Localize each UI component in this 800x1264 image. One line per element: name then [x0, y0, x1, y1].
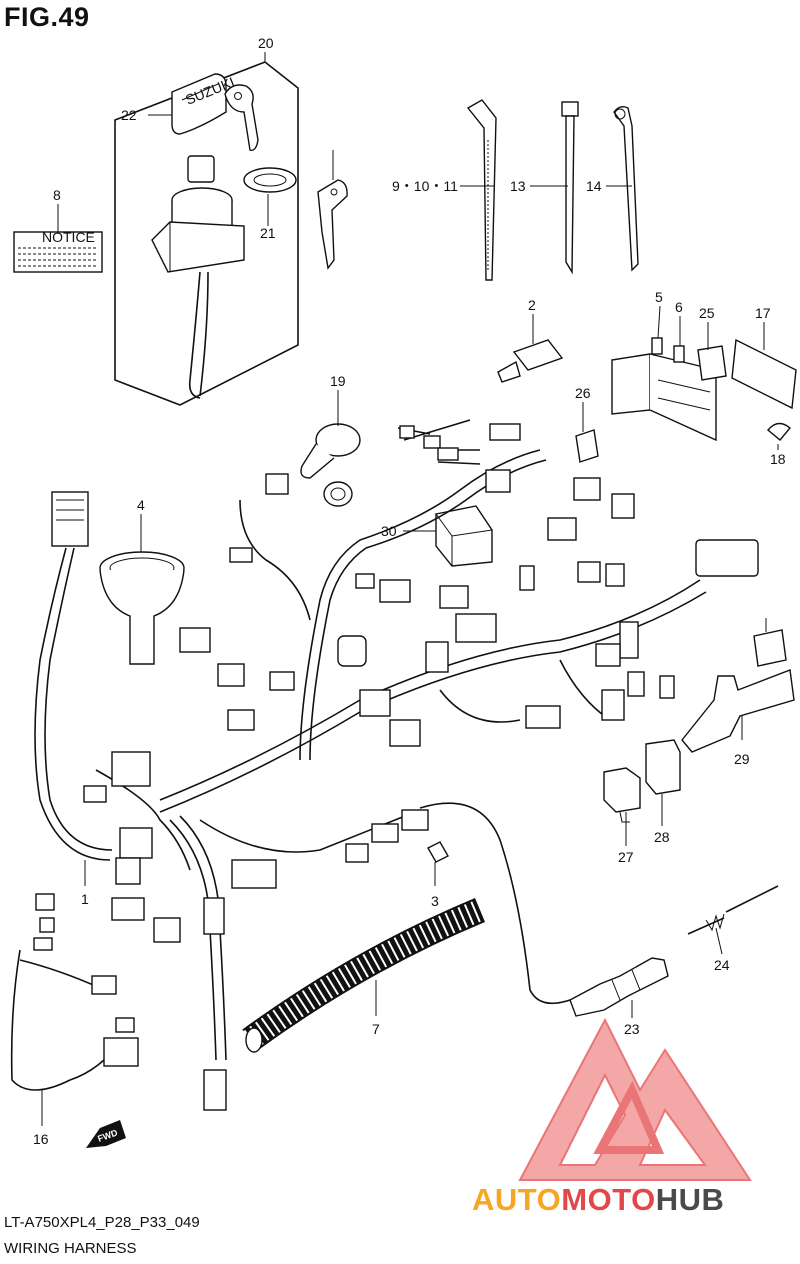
part-label-2: 2	[528, 297, 536, 313]
figure-title: FIG.49	[4, 2, 90, 32]
corrugated-tube	[242, 898, 486, 1053]
notice-text: NOTICE	[42, 229, 95, 245]
coupler-part-29	[753, 629, 787, 667]
watermark-logo	[518, 1017, 752, 1181]
part-label-18: 20	[258, 35, 274, 51]
key-part	[317, 179, 348, 270]
part-label-25: 27	[618, 849, 634, 865]
notice-label-part: NOTICE	[13, 229, 103, 273]
part-label-19: 21	[260, 225, 276, 241]
part-label-22: 24	[714, 957, 730, 973]
part-number-labels: 20 22 21 8 9・10・11 13 14 2 5 6 25 17 18 …	[33, 35, 786, 1147]
control-unit-part	[435, 505, 493, 567]
part-label-3: 3	[431, 893, 439, 909]
sub-harness	[10, 893, 139, 1091]
part-label-16: 18	[770, 451, 786, 467]
part-label-14: 16	[33, 1131, 49, 1147]
forward-arrow: FWD	[86, 1120, 126, 1148]
part-label-1: 1	[81, 891, 89, 907]
sensor-part	[497, 339, 564, 383]
watermark-hub: HUB	[656, 1182, 725, 1217]
part-label-12: 13	[510, 178, 526, 194]
watermark-text: AUTOMOTOHUB	[472, 1182, 724, 1217]
part-label-26: 28	[654, 829, 670, 845]
part-label-9-10-11: 9・10・11	[392, 178, 458, 194]
part-label-13: 14	[586, 178, 602, 194]
leader-lines	[41, 52, 779, 1126]
part-label-20: 22	[121, 107, 137, 123]
part-label-17: 19	[330, 373, 346, 389]
switch-part	[300, 423, 361, 507]
ignition-switch-kit: SUZUKI	[114, 61, 299, 406]
part-label-24: 26	[575, 385, 591, 401]
main-wiring-harness	[34, 419, 759, 1111]
diagram-name: WIRING HARNESS	[4, 1240, 137, 1257]
part-label-6: 6	[675, 299, 683, 315]
part-label-28: 30	[381, 523, 397, 539]
part-label-23: 25	[699, 305, 715, 321]
relay-parts	[603, 739, 681, 823]
part-label-21: 23	[624, 1021, 640, 1037]
cup-part	[99, 551, 185, 665]
part-label-7: 7	[372, 1021, 380, 1037]
part-label-8: 8	[53, 187, 61, 203]
oxygen-sensor	[569, 957, 669, 1017]
watermark-moto: MOTO	[561, 1182, 655, 1217]
part-label-27: 29	[734, 751, 750, 767]
part-label-5: 5	[655, 289, 663, 305]
cap-part-3	[427, 841, 449, 863]
fuse-box-assembly	[611, 337, 797, 442]
part-label-15: 17	[755, 305, 771, 321]
model-code: LT-A750XPL4_P28_P33_049	[4, 1214, 200, 1231]
part-label-4: 4	[137, 497, 145, 513]
cable-ties	[466, 99, 639, 281]
watermark-auto: AUTO	[472, 1182, 561, 1217]
bracket-part	[681, 669, 795, 753]
spring-part	[687, 885, 779, 935]
coupler-part	[575, 429, 599, 463]
